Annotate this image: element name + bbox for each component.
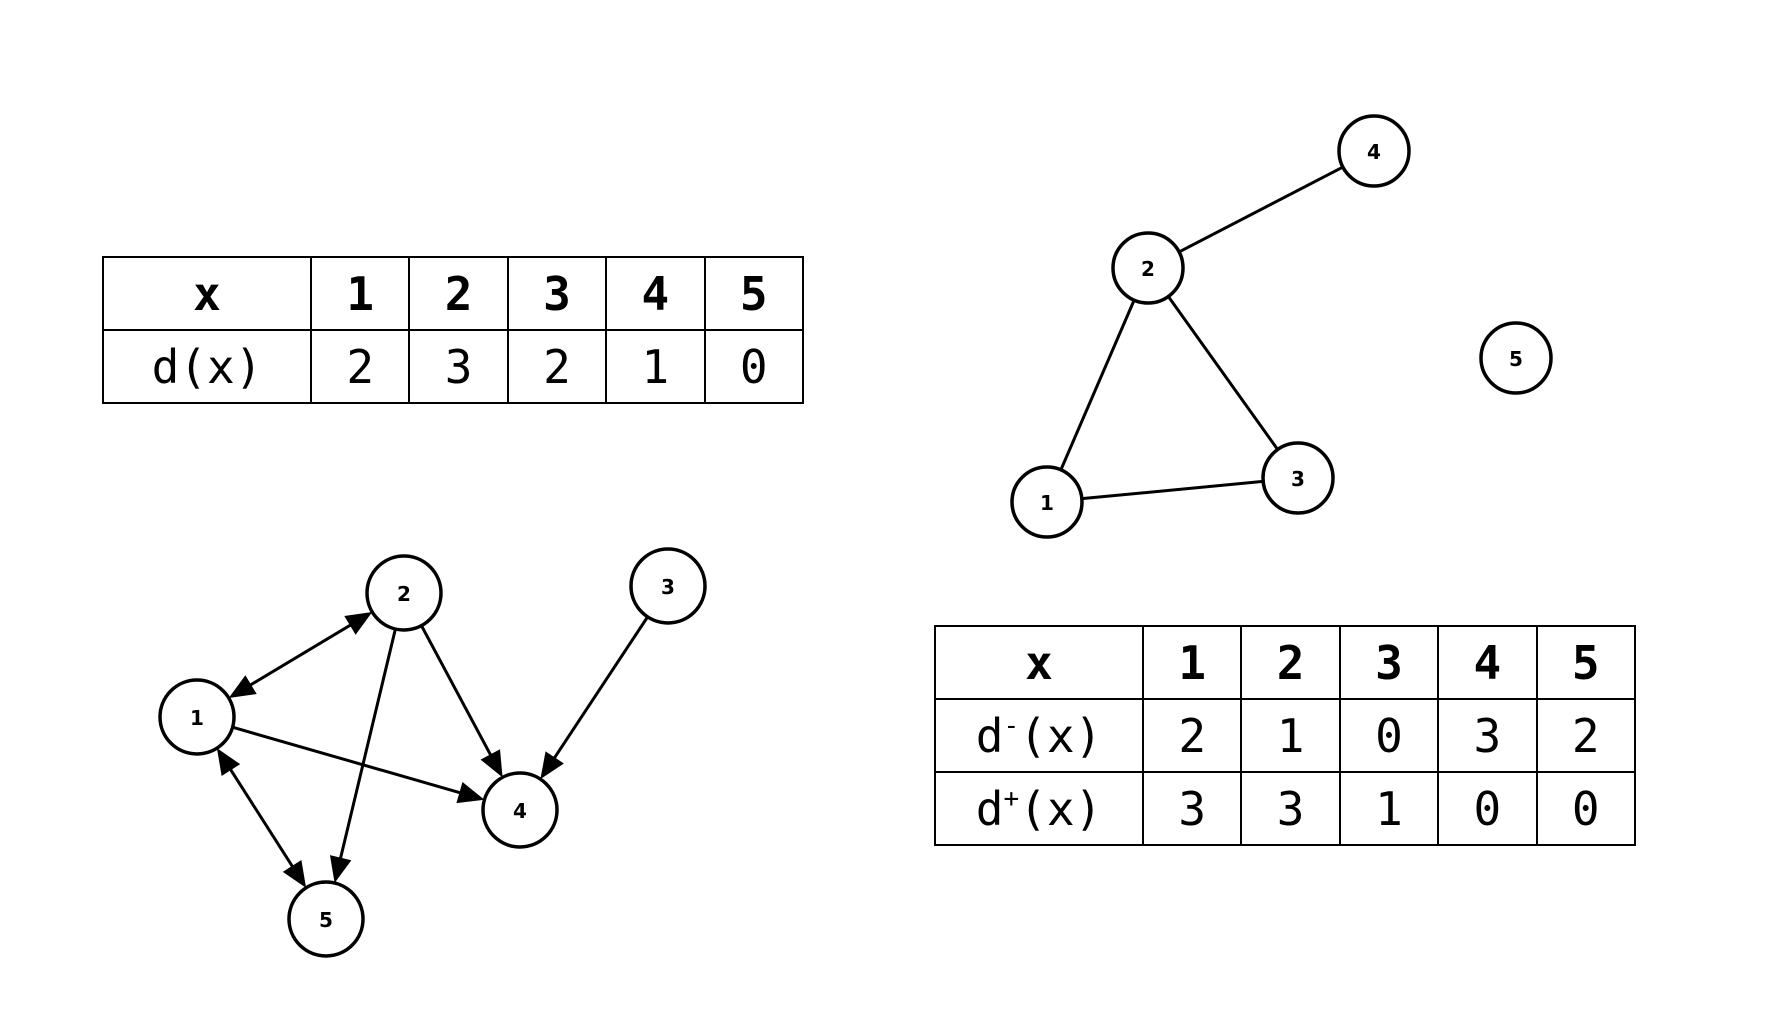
in-degree-cell: 1 bbox=[1240, 698, 1341, 773]
out-degree-cell: 3 bbox=[1240, 771, 1341, 846]
header-cell: 1 bbox=[309, 256, 411, 331]
graph-node: 2 bbox=[1111, 231, 1185, 305]
node-circle bbox=[1261, 441, 1335, 515]
arrowhead bbox=[216, 748, 241, 777]
arrowhead bbox=[228, 675, 257, 698]
arrowhead bbox=[540, 751, 564, 780]
arrowhead bbox=[329, 855, 352, 884]
in-label-arg: (x) bbox=[1019, 708, 1103, 763]
node-label: 3 bbox=[1291, 467, 1305, 491]
graph-node: 3 bbox=[629, 547, 707, 625]
graph-edge bbox=[1167, 295, 1279, 451]
out-label-base: d bbox=[975, 781, 1004, 836]
header-cell: 2 bbox=[1240, 625, 1341, 700]
row-label: d+(x) bbox=[934, 771, 1144, 846]
out-degree-cell: 0 bbox=[1437, 771, 1538, 846]
out-degree-cell: 1 bbox=[1338, 771, 1440, 846]
table-header-row: x 1 2 3 4 5 bbox=[102, 256, 805, 331]
header-cell: 3 bbox=[1338, 625, 1440, 700]
node-label: 3 bbox=[661, 575, 675, 599]
graph-arc bbox=[420, 624, 494, 759]
graph-node: 5 bbox=[1479, 321, 1553, 395]
row-label: d-(x) bbox=[934, 698, 1144, 773]
node-label: 1 bbox=[190, 706, 204, 730]
node-label: 4 bbox=[513, 799, 527, 823]
in-label-mark: - bbox=[1003, 710, 1020, 741]
graph-arc bbox=[246, 622, 355, 688]
arrowhead bbox=[480, 749, 503, 778]
out-degree-cell: 3 bbox=[1141, 771, 1243, 846]
node-circle bbox=[481, 771, 559, 849]
degree-cell: 3 bbox=[408, 329, 509, 404]
node-circle bbox=[1010, 465, 1084, 539]
node-label: 2 bbox=[397, 582, 411, 606]
node-circle bbox=[1111, 231, 1185, 305]
undirected-graph: 1 2 3 4 5 bbox=[1010, 114, 1553, 539]
degree-cell: 0 bbox=[703, 329, 805, 404]
table-header-row: x 1 2 3 4 5 bbox=[934, 625, 1637, 700]
graph-edge bbox=[1081, 479, 1264, 501]
graph-node: 3 bbox=[1261, 441, 1335, 515]
row-label: d(x) bbox=[102, 329, 312, 404]
in-degree-row: d-(x) 2 1 0 3 2 bbox=[934, 698, 1637, 773]
graph-edge bbox=[1178, 165, 1344, 254]
graph-node: 2 bbox=[365, 554, 443, 632]
node-circle bbox=[1479, 321, 1553, 395]
header-cell: x bbox=[102, 256, 312, 331]
degree-row: d(x) 2 3 2 1 0 bbox=[102, 329, 805, 404]
header-cell: 2 bbox=[408, 256, 509, 331]
header-cell: x bbox=[934, 625, 1144, 700]
graph-node: 5 bbox=[287, 880, 365, 958]
node-label: 2 bbox=[1141, 257, 1155, 281]
in-degree-cell: 2 bbox=[1141, 698, 1243, 773]
header-cell: 5 bbox=[703, 256, 805, 331]
header-cell: 5 bbox=[1535, 625, 1637, 700]
in-degree-cell: 3 bbox=[1437, 698, 1538, 773]
degree-cell: 1 bbox=[605, 329, 706, 404]
node-circle bbox=[158, 678, 236, 756]
arrowhead bbox=[344, 612, 373, 635]
node-label: 5 bbox=[319, 908, 333, 932]
node-label: 5 bbox=[1509, 347, 1523, 371]
header-cell: 4 bbox=[605, 256, 706, 331]
graph-edge bbox=[1059, 299, 1136, 471]
node-circle bbox=[287, 880, 365, 958]
degree-cell: 2 bbox=[309, 329, 411, 404]
in-degree-cell: 2 bbox=[1535, 698, 1637, 773]
out-degree-cell: 0 bbox=[1535, 771, 1637, 846]
header-cell: 4 bbox=[1437, 625, 1538, 700]
graph-arc bbox=[232, 725, 464, 796]
graph-node: 1 bbox=[158, 678, 236, 756]
directed-graph: 1 2 3 4 5 bbox=[158, 547, 707, 958]
in-degree-cell: 0 bbox=[1338, 698, 1440, 773]
directed-degree-table: x 1 2 3 4 5 d-(x) 2 1 0 3 2 d+(x) 3 3 1 … bbox=[934, 625, 1637, 846]
header-cell: 1 bbox=[1141, 625, 1243, 700]
graph-node: 4 bbox=[481, 771, 559, 849]
node-label: 1 bbox=[1040, 491, 1054, 515]
node-circle bbox=[1337, 114, 1411, 188]
in-label-base: d bbox=[975, 708, 1004, 763]
out-label-mark: + bbox=[1003, 783, 1020, 814]
graph-node: 1 bbox=[1010, 465, 1084, 539]
graph-arc bbox=[551, 616, 649, 762]
node-circle bbox=[365, 554, 443, 632]
arrowhead bbox=[282, 859, 307, 888]
graph-node: 4 bbox=[1337, 114, 1411, 188]
undirected-degree-table: x 1 2 3 4 5 d(x) 2 3 2 1 0 bbox=[102, 256, 805, 404]
node-circle bbox=[629, 547, 707, 625]
out-degree-row: d+(x) 3 3 1 0 0 bbox=[934, 771, 1637, 846]
node-label: 4 bbox=[1367, 140, 1381, 164]
graph-arc bbox=[338, 628, 397, 862]
header-cell: 3 bbox=[506, 256, 608, 331]
graph-arc bbox=[227, 765, 296, 871]
arrowhead bbox=[456, 781, 485, 804]
out-label-arg: (x) bbox=[1019, 781, 1103, 836]
degree-cell: 2 bbox=[506, 329, 608, 404]
